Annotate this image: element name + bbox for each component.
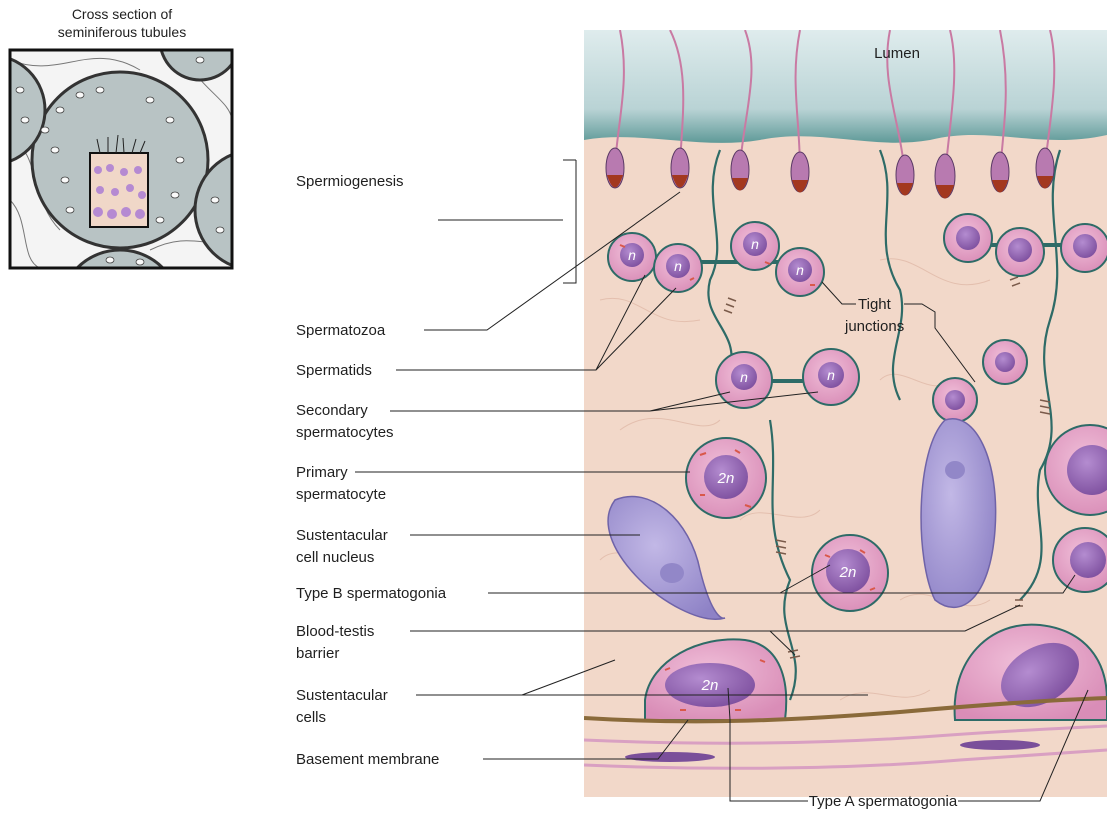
ploidy-n: n bbox=[726, 470, 734, 487]
label-sustentacular-cells-line1: Sustentacular bbox=[296, 687, 388, 704]
ploidy-label-primary: 2n bbox=[717, 470, 735, 487]
ploidy-label-spermatid-3: n bbox=[751, 236, 759, 252]
ploidy-label-type-b: 2n bbox=[839, 564, 857, 581]
ploidy-label-type-a: 2n bbox=[701, 677, 719, 694]
label-btb-line2: barrier bbox=[296, 645, 339, 662]
label-type-a: Type A spermatogonia bbox=[809, 793, 958, 810]
lumen-region bbox=[584, 30, 1107, 143]
ploidy-n: n bbox=[710, 677, 718, 694]
spermiogenesis-bracket bbox=[438, 160, 576, 283]
label-primary-line1: Primary bbox=[296, 464, 348, 481]
label-sustentacular-nucleus-line1: Sustentacular bbox=[296, 527, 388, 544]
label-secondary-line1: Secondary bbox=[296, 402, 368, 419]
label-spermatozoa: Spermatozoa bbox=[296, 322, 386, 339]
label-secondary-line2: spermatocytes bbox=[296, 424, 394, 441]
label-lumen: Lumen bbox=[874, 45, 920, 62]
label-spermatids: Spermatids bbox=[296, 362, 372, 379]
label-sustentacular-nucleus-line2: cell nucleus bbox=[296, 549, 374, 566]
label-basement: Basement membrane bbox=[296, 751, 439, 768]
ploidy-label-secondary-1: n bbox=[740, 369, 748, 385]
label-spermiogenesis: Spermiogenesis bbox=[296, 173, 404, 190]
ploidy-label-spermatid-4: n bbox=[796, 262, 804, 278]
inset-figure: Cross section of seminiferous tubules bbox=[0, 0, 315, 370]
tissue-panel: n n n n n n bbox=[584, 30, 1107, 797]
label-primary-line2: spermatocyte bbox=[296, 486, 386, 503]
ploidy-label-spermatid-2: n bbox=[674, 258, 682, 274]
ploidy-label-spermatid-1: n bbox=[628, 247, 636, 263]
label-type-b: Type B spermatogonia bbox=[296, 585, 447, 602]
label-btb-line1: Blood-testis bbox=[296, 623, 374, 640]
inset-title-line2: seminiferous tubules bbox=[58, 24, 186, 40]
ploidy-label-secondary-2: n bbox=[827, 367, 835, 383]
label-tight-line2: junctions bbox=[844, 318, 904, 335]
inset-title-line1: Cross section of bbox=[72, 6, 172, 22]
inset-tissue bbox=[0, 0, 315, 370]
ploidy-n: n bbox=[848, 564, 856, 581]
label-tight-line1: Tight bbox=[858, 296, 892, 313]
label-sustentacular-cells-line2: cells bbox=[296, 709, 326, 726]
